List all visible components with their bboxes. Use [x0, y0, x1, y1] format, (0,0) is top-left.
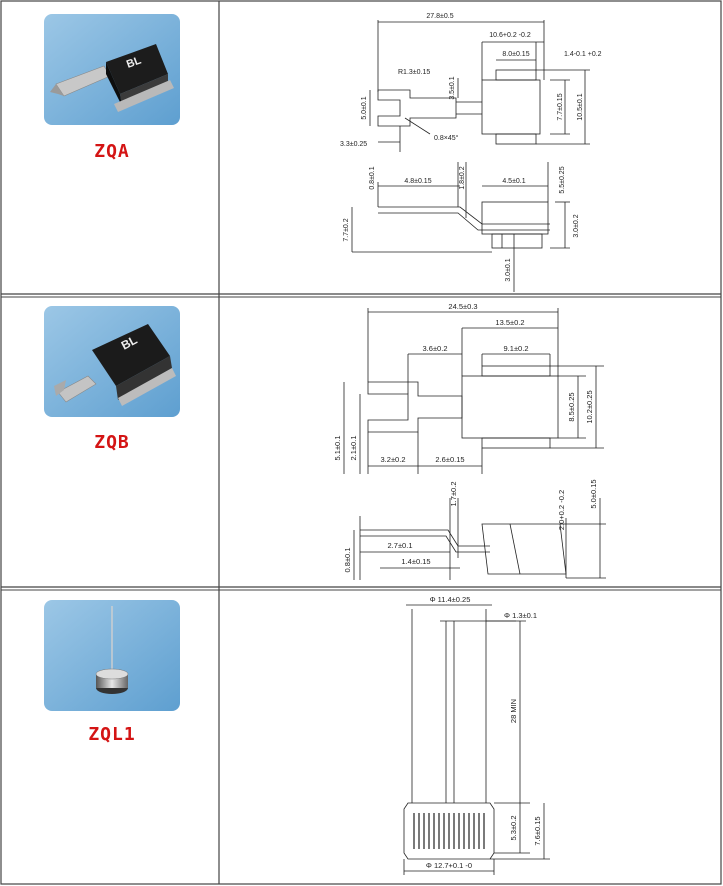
zqa-dim-d4: 3.5±0.1 [449, 76, 456, 99]
zql1-product-photo [44, 600, 180, 711]
zqb-dim-d3: 9.1±0.2 [504, 344, 529, 353]
zqa-side-d1: 0.8±0.1 [369, 166, 376, 189]
zqb-side-d3: 5.0±0.15 [589, 479, 598, 508]
zqa-dim-d6: 7.7±0.15 [557, 93, 564, 120]
zqb-side-d6: 0.8±0.1 [343, 548, 352, 573]
zqb-side-d2: 2.0+0.2 -0.2 [557, 490, 566, 530]
zqb-dimension-drawing: 24.5±0.3 13.5±0.2 3.6±0.2 9.1±0.2 8.5±0.… [333, 302, 606, 580]
zqa-dim-radius: R1.3±0.15 [398, 69, 430, 76]
zqa-dim-chamfer: 0.8×45° [434, 134, 459, 142]
zqa-side-d8: 3.0±0.1 [505, 258, 512, 281]
zqb-dim-d9: 2.6±0.15 [435, 455, 464, 464]
zqa-chip-mark: BL [125, 54, 143, 70]
zqb-dim-d8: 3.2±0.2 [381, 455, 406, 464]
zqa-dim-d7: 10.5±0.1 [577, 93, 584, 120]
zqb-dim-d5: 10.2±0.25 [585, 390, 594, 423]
zqa-label: ZQA [94, 141, 130, 162]
zqb-dim-d4: 8.5±0.25 [567, 392, 576, 421]
zqa-side-d5: 5.5±0.25 [559, 166, 566, 193]
zqa-dim-overall: 27.8±0.5 [426, 13, 453, 20]
zqb-dim-d7: 2.1±0.1 [349, 436, 358, 461]
zql1-dim-d4: 5.3±0.2 [509, 816, 518, 841]
zql1-dim-d1: Φ 11.4±0.25 [430, 595, 471, 604]
zql1-dim-d2: Φ 1.3±0.1 [504, 611, 537, 620]
zqb-dim-overall: 24.5±0.3 [448, 302, 477, 311]
zqb-product-photo: BL [44, 306, 180, 417]
zqb-dim-d1: 13.5±0.2 [495, 318, 524, 327]
zqa-side-d2: 1.8±0.2 [459, 166, 466, 189]
zqa-dim-d1: 10.6+0.2 -0.2 [489, 32, 531, 39]
zqa-dim-d8: 3.3±0.25 [340, 141, 367, 148]
zql1-dimension-drawing: Φ 11.4±0.25 Φ 1.3±0.1 28 MIN 5.3±0.2 7.6… [403, 595, 550, 875]
zqa-side-d3: 4.8±0.15 [404, 178, 431, 185]
zqb-dim-d2: 3.6±0.2 [423, 344, 448, 353]
zqb-chip-mark: BL [119, 333, 140, 353]
zqa-product-photo: BL [44, 14, 180, 125]
zqa-dimension-drawing: 27.8±0.5 10.6+0.2 -0.2 8.0±0.15 1.4-0.1 … [340, 13, 602, 292]
zql1-dim-d5: 7.6±0.15 [533, 816, 542, 845]
zqa-dim-d2: 8.0±0.15 [502, 51, 529, 58]
zql1-dim-d6: Φ 12.7+0.1 -0 [426, 861, 472, 870]
zqb-side-d5: 1.4±0.15 [401, 557, 430, 566]
zqb-label: ZQB [94, 432, 130, 453]
zqb-dim-d6: 5.1±0.1 [333, 436, 342, 461]
zqa-side-d6: 7.7±0.2 [343, 218, 350, 241]
zqb-side-d4: 2.7±0.1 [388, 541, 413, 550]
zqa-dim-d5: 5.0±0.1 [361, 96, 368, 119]
zqa-side-d7: 3.0±0.2 [573, 214, 580, 237]
zqb-side-d1: 1.7±0.2 [449, 482, 458, 507]
zql1-label: ZQL1 [88, 724, 136, 745]
zqa-dim-d3: 1.4-0.1 +0.2 [564, 51, 602, 58]
zqa-side-d4: 4.5±0.1 [502, 178, 525, 185]
zql1-dim-d3: 28 MIN [509, 699, 518, 723]
